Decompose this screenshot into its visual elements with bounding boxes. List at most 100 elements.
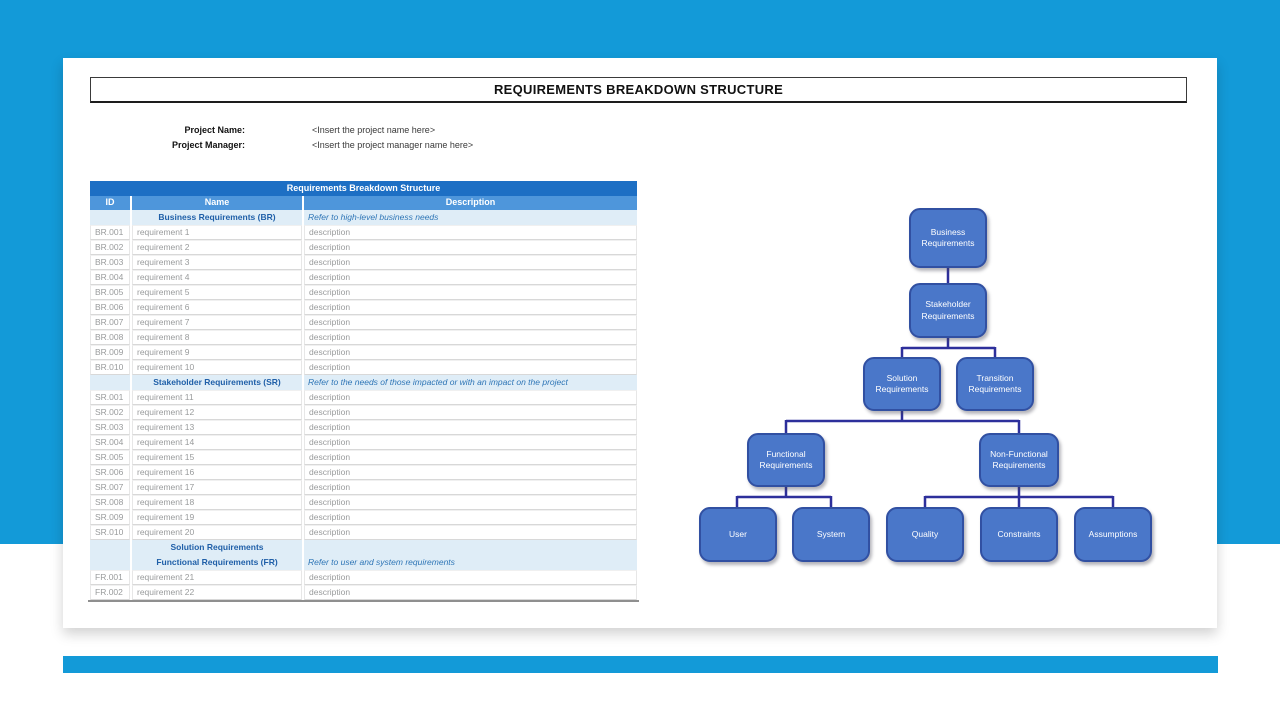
cell-name[interactable]: requirement 16: [132, 465, 302, 480]
cell-id[interactable]: BR.005: [90, 285, 130, 300]
cell-name[interactable]: requirement 19: [132, 510, 302, 525]
cell-description[interactable]: description: [304, 225, 637, 240]
node-constraints[interactable]: Constraints: [980, 507, 1058, 562]
cell-id[interactable]: SR.005: [90, 450, 130, 465]
cell-description[interactable]: description: [304, 495, 637, 510]
cell-name[interactable]: Solution Requirements: [132, 540, 302, 555]
cell-id[interactable]: BR.008: [90, 330, 130, 345]
cell-description[interactable]: description: [304, 465, 637, 480]
cell-name[interactable]: requirement 15: [132, 450, 302, 465]
cell-id[interactable]: FR.001: [90, 570, 130, 585]
table-row: BR.002 requirement 2 description: [90, 240, 637, 255]
cell-description[interactable]: description: [304, 360, 637, 375]
project-meta: Project Name: <Insert the project name h…: [113, 122, 473, 152]
cell-id[interactable]: BR.003: [90, 255, 130, 270]
cell-id[interactable]: SR.004: [90, 435, 130, 450]
cell-name[interactable]: requirement 17: [132, 480, 302, 495]
cell-description[interactable]: description: [304, 285, 637, 300]
cell-id[interactable]: SR.006: [90, 465, 130, 480]
cell-description[interactable]: description: [304, 570, 637, 585]
cell-id[interactable]: SR.007: [90, 480, 130, 495]
cell-description[interactable]: description: [304, 255, 637, 270]
cell-name[interactable]: requirement 1: [132, 225, 302, 240]
node-label: Constraints: [997, 528, 1041, 539]
node-nonfunctional-requirements[interactable]: Non-Functional Requirements: [979, 433, 1059, 487]
cell-name[interactable]: requirement 12: [132, 405, 302, 420]
cell-description[interactable]: description: [304, 420, 637, 435]
node-stakeholder-requirements[interactable]: Stakeholder Requirements: [909, 283, 987, 338]
cell-description[interactable]: description: [304, 270, 637, 285]
cell-name[interactable]: requirement 18: [132, 495, 302, 510]
cell-name[interactable]: requirement 14: [132, 435, 302, 450]
project-manager-row: Project Manager: <Insert the project man…: [113, 137, 473, 152]
cell-name[interactable]: Functional Requirements (FR): [132, 555, 302, 570]
cell-id[interactable]: BR.006: [90, 300, 130, 315]
node-quality[interactable]: Quality: [886, 507, 964, 562]
node-solution-requirements[interactable]: Solution Requirements: [863, 357, 941, 411]
cell-description[interactable]: description: [304, 405, 637, 420]
document-title: REQUIREMENTS BREAKDOWN STRUCTURE: [90, 77, 1187, 103]
cell-description[interactable]: description: [304, 510, 637, 525]
cell-id[interactable]: [90, 375, 130, 390]
cell-name[interactable]: requirement 7: [132, 315, 302, 330]
cell-description[interactable]: description: [304, 390, 637, 405]
cell-id[interactable]: SR.001: [90, 390, 130, 405]
cell-name[interactable]: requirement 21: [132, 570, 302, 585]
requirements-table: Requirements Breakdown Structure ID Name…: [88, 181, 639, 602]
column-header-name: Name: [132, 196, 302, 210]
cell-description[interactable]: description: [304, 525, 637, 540]
cell-name[interactable]: requirement 4: [132, 270, 302, 285]
cell-name[interactable]: Business Requirements (BR): [132, 210, 302, 225]
node-functional-requirements[interactable]: Functional Requirements: [747, 433, 825, 487]
cell-id[interactable]: BR.007: [90, 315, 130, 330]
cell-id[interactable]: SR.008: [90, 495, 130, 510]
cell-name[interactable]: requirement 10: [132, 360, 302, 375]
cell-id[interactable]: SR.002: [90, 405, 130, 420]
cell-id[interactable]: [90, 540, 130, 555]
cell-description[interactable]: description: [304, 300, 637, 315]
node-business-requirements[interactable]: Business Requirements: [909, 208, 987, 268]
cell-name[interactable]: requirement 9: [132, 345, 302, 360]
cell-description[interactable]: [304, 540, 637, 555]
cell-description[interactable]: Refer to user and system requirements: [304, 555, 637, 570]
cell-id[interactable]: SR.003: [90, 420, 130, 435]
table-row: Business Requirements (BR) Refer to high…: [90, 210, 637, 225]
node-assumptions[interactable]: Assumptions: [1074, 507, 1152, 562]
cell-description[interactable]: Refer to high-level business needs: [304, 210, 637, 225]
cell-id[interactable]: BR.002: [90, 240, 130, 255]
cell-description[interactable]: description: [304, 315, 637, 330]
cell-description[interactable]: description: [304, 585, 637, 600]
cell-name[interactable]: requirement 22: [132, 585, 302, 600]
cell-name[interactable]: requirement 13: [132, 420, 302, 435]
cell-description[interactable]: description: [304, 450, 637, 465]
node-transition-requirements[interactable]: Transition Requirements: [956, 357, 1034, 411]
cell-id[interactable]: BR.004: [90, 270, 130, 285]
cell-description[interactable]: description: [304, 240, 637, 255]
cell-description[interactable]: description: [304, 480, 637, 495]
cell-name[interactable]: requirement 11: [132, 390, 302, 405]
node-system[interactable]: System: [792, 507, 870, 562]
project-manager-value[interactable]: <Insert the project manager name here>: [312, 139, 474, 150]
cell-name[interactable]: requirement 2: [132, 240, 302, 255]
cell-id[interactable]: [90, 555, 130, 570]
cell-description[interactable]: description: [304, 330, 637, 345]
cell-id[interactable]: FR.002: [90, 585, 130, 600]
cell-description[interactable]: description: [304, 435, 637, 450]
cell-name[interactable]: Stakeholder Requirements (SR): [132, 375, 302, 390]
table-row: BR.006 requirement 6 description: [90, 300, 637, 315]
cell-id[interactable]: BR.001: [90, 225, 130, 240]
cell-name[interactable]: requirement 8: [132, 330, 302, 345]
cell-name[interactable]: requirement 6: [132, 300, 302, 315]
project-name-value[interactable]: <Insert the project name here>: [312, 124, 436, 135]
cell-name[interactable]: requirement 3: [132, 255, 302, 270]
cell-name[interactable]: requirement 20: [132, 525, 302, 540]
cell-name[interactable]: requirement 5: [132, 285, 302, 300]
cell-description[interactable]: Refer to the needs of those impacted or …: [304, 375, 637, 390]
cell-description[interactable]: description: [304, 345, 637, 360]
cell-id[interactable]: SR.009: [90, 510, 130, 525]
cell-id[interactable]: BR.009: [90, 345, 130, 360]
cell-id[interactable]: BR.010: [90, 360, 130, 375]
cell-id[interactable]: SR.010: [90, 525, 130, 540]
node-user[interactable]: User: [699, 507, 777, 562]
cell-id[interactable]: [90, 210, 130, 225]
